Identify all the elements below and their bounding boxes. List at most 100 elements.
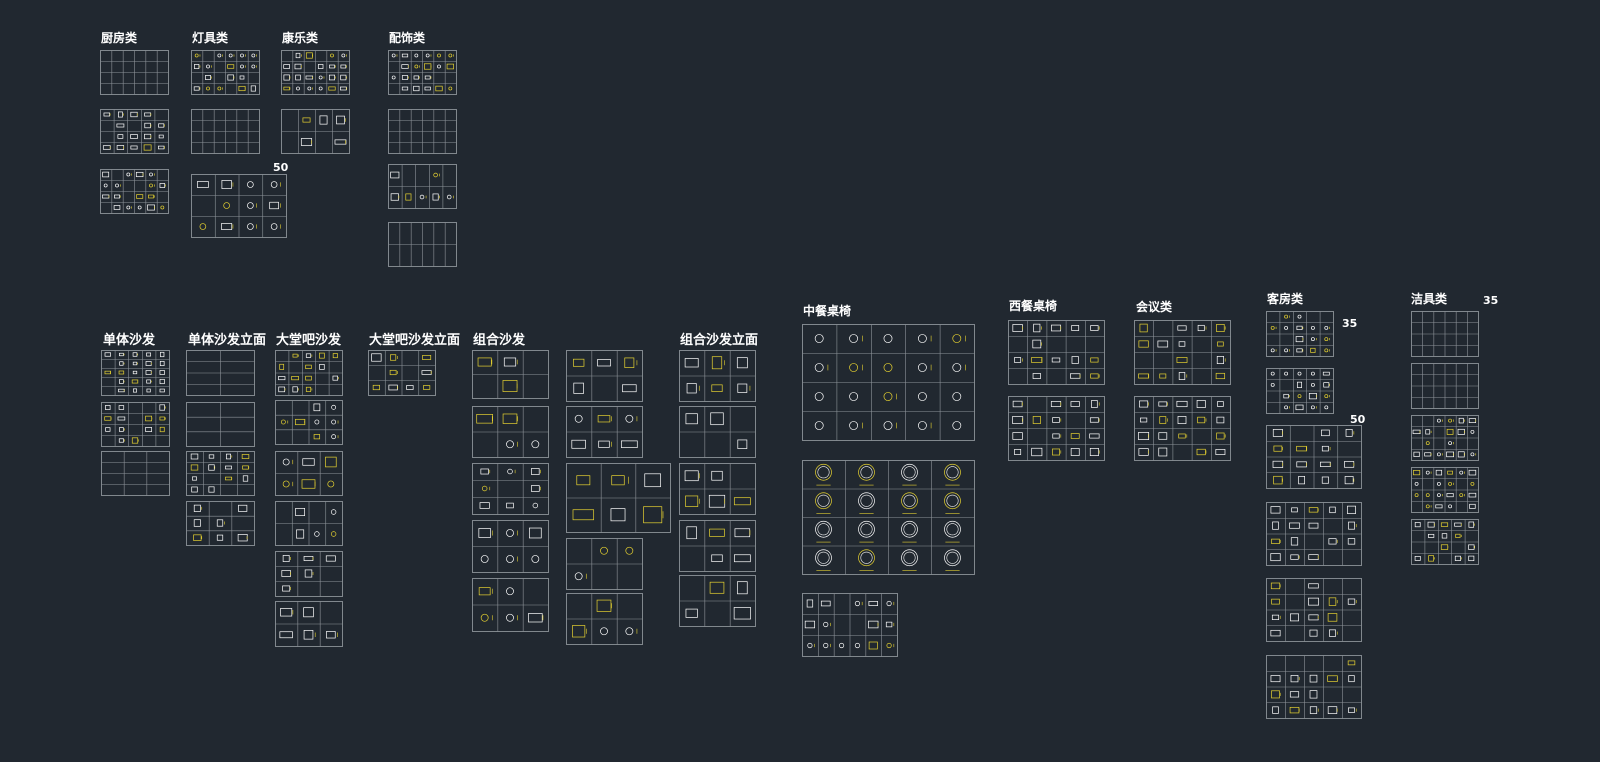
furniture-block-symbol [225, 453, 232, 460]
furniture-block-symbol [435, 85, 443, 92]
furniture-block-symbol [1469, 503, 1476, 509]
combo-sofa-sheet-9[interactable] [566, 538, 643, 590]
lighting-sheet-2[interactable] [191, 109, 260, 154]
furniture-block-symbol [437, 64, 441, 69]
accessories-sheet-3[interactable] [388, 164, 457, 209]
lobby-bar-sheet-2[interactable] [275, 400, 343, 445]
lighting-sheet-1[interactable] [191, 50, 260, 95]
single-sofa-elevation-sheet-2[interactable] [186, 402, 255, 447]
conference-sheet-1[interactable] [1134, 320, 1231, 385]
accessories-sheet-2[interactable] [388, 109, 457, 154]
furniture-block-symbol [205, 75, 211, 80]
furniture-block-symbol [126, 172, 131, 177]
single-sofa-sheet-1[interactable] [101, 350, 170, 396]
kitchen-sheet-1[interactable] [100, 50, 169, 95]
furniture-block-symbol [295, 74, 301, 81]
furniture-block-symbol [332, 375, 339, 381]
guest-room-sheet-5[interactable] [1266, 578, 1362, 642]
guest-room-sheet-3[interactable] [1266, 425, 1362, 489]
furniture-block-symbol [413, 85, 420, 92]
furniture-block-symbol [448, 86, 453, 91]
furniture-block-symbol [221, 223, 233, 230]
combo-sofa-sheet-1[interactable] [472, 350, 549, 399]
furniture-block-symbol [1270, 506, 1281, 514]
furniture-block-symbol [118, 388, 125, 393]
furniture-block-symbol [1448, 418, 1452, 423]
furniture-block-symbol [191, 486, 198, 493]
furniture-block-symbol [506, 440, 514, 449]
sanitary-sheet-1[interactable] [1411, 311, 1479, 357]
western-dining-sheet-2[interactable] [1008, 396, 1105, 461]
guest-room-sheet-6[interactable] [1266, 655, 1362, 719]
combo-sofa-sheet-10[interactable] [566, 593, 643, 645]
furniture-block-symbol [118, 405, 125, 410]
kitchen-sheet-3[interactable] [100, 169, 169, 214]
furniture-block-symbol [1032, 373, 1041, 379]
furniture-block-symbol [1413, 451, 1420, 457]
single-sofa-sheet-2[interactable] [101, 402, 170, 447]
furniture-block-symbol [1437, 493, 1441, 498]
combo-sofa-sheet-8[interactable] [566, 463, 671, 533]
combo-sofa-elevation-sheet-3[interactable] [679, 463, 756, 515]
sanitary-sheet-3[interactable] [1411, 415, 1479, 461]
furniture-block-symbol [814, 421, 824, 430]
furniture-block-symbol [1270, 325, 1275, 330]
combo-sofa-sheet-6[interactable] [566, 350, 643, 402]
combo-sofa-sheet-4[interactable] [472, 520, 549, 573]
lighting-sheet-3[interactable] [191, 174, 287, 238]
furniture-block-symbol [1032, 339, 1042, 349]
lobby-bar-sheet-6[interactable] [275, 601, 343, 647]
accessories-sheet-1[interactable] [388, 50, 457, 95]
combo-sofa-sheet-3[interactable] [472, 463, 549, 515]
combo-sofa-sheet-5[interactable] [472, 578, 549, 632]
table-symbol-inner [817, 551, 830, 564]
furniture-block-symbol [1468, 492, 1477, 498]
single-sofa-elevation-sheet-1[interactable] [186, 350, 255, 396]
combo-sofa-elevation-sheet-4[interactable] [679, 520, 756, 572]
chinese-dining-sheet-2[interactable] [802, 460, 975, 575]
combo-sofa-sheet-7[interactable] [566, 406, 643, 458]
sanitary-sheet-2[interactable] [1411, 363, 1479, 409]
furniture-block-symbol [292, 353, 298, 358]
combo-sofa-elevation-sheet-2[interactable] [679, 406, 756, 458]
lobby-bar-elevation-sheet[interactable] [368, 350, 436, 396]
recreation-sheet-1[interactable] [281, 50, 350, 95]
sanitary-sheet-5[interactable] [1411, 519, 1479, 565]
lobby-bar-sheet-4[interactable] [275, 501, 343, 546]
accessories-sheet-4[interactable] [388, 222, 457, 267]
kitchen-sheet-2[interactable] [100, 109, 169, 154]
guest-room-sheet-1[interactable] [1266, 311, 1334, 357]
furniture-block-symbol [446, 194, 452, 200]
chinese-dining-sheet-1[interactable] [802, 324, 975, 441]
furniture-block-symbol [531, 468, 540, 475]
furniture-block-symbol [1437, 452, 1441, 457]
furniture-block-symbol [1070, 433, 1080, 439]
single-sofa-elevation-sheet-3[interactable] [186, 451, 255, 496]
guest-room-sheet-2[interactable] [1266, 368, 1334, 414]
furniture-block-symbol [1297, 394, 1302, 399]
lobby-bar-sheet-1[interactable] [275, 350, 343, 396]
recreation-sheet-2[interactable] [281, 109, 350, 154]
lobby-bar-sheet-5[interactable] [275, 551, 343, 597]
category-label-kitchen: 厨房类 [101, 31, 138, 45]
furniture-block-symbol [1290, 675, 1299, 683]
single-sofa-elevation-sheet-4[interactable] [186, 501, 255, 546]
guest-room-sheet-4[interactable] [1266, 502, 1362, 566]
furniture-block-symbol [326, 631, 336, 639]
lobby-bar-sheet-3[interactable] [275, 451, 343, 496]
furniture-block-symbol [251, 64, 256, 69]
chinese-dining-sheet-3[interactable] [802, 593, 898, 657]
single-sofa-sheet-3[interactable] [101, 451, 170, 496]
furniture-block-symbol [414, 64, 419, 69]
furniture-block-symbol [329, 64, 335, 69]
furniture-block-symbol [330, 509, 337, 515]
western-dining-sheet-1[interactable] [1008, 320, 1105, 385]
sanitary-sheet-4[interactable] [1411, 467, 1479, 513]
conference-sheet-2[interactable] [1134, 396, 1231, 461]
furniture-block-symbol [424, 75, 431, 80]
combo-sofa-sheet-2[interactable] [472, 406, 549, 458]
furniture-block-symbol [1216, 432, 1225, 440]
combo-sofa-elevation-sheet-5[interactable] [679, 575, 756, 627]
combo-sofa-elevation-sheet-1[interactable] [679, 350, 756, 402]
